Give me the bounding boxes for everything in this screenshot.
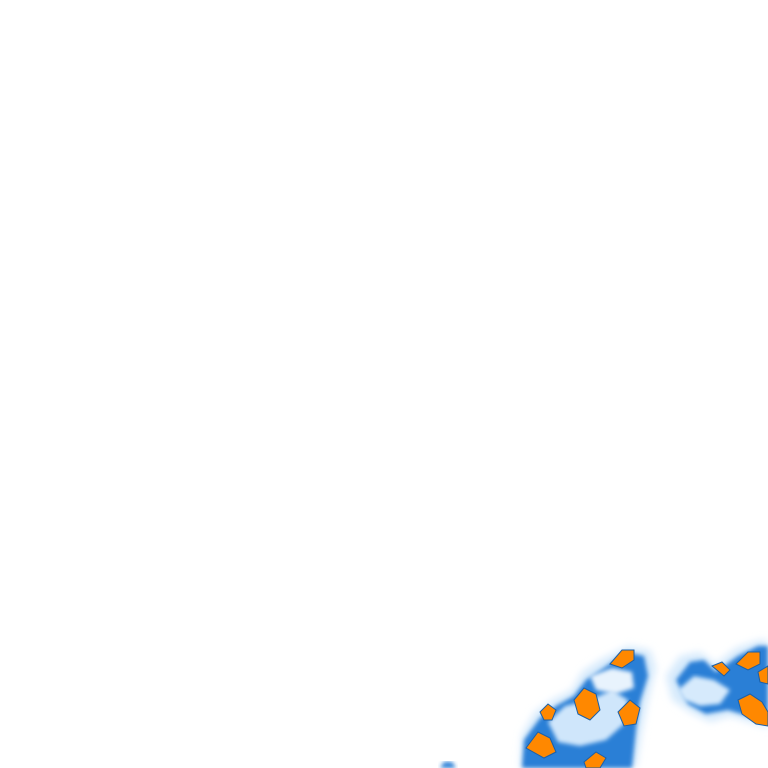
cluster-small [440,762,456,768]
cluster-center-hot-5 [539,703,557,721]
cluster-right-hot-2 [735,651,761,671]
cluster-center-hot-3 [617,699,641,727]
cluster-center-hot-2 [573,687,601,721]
cluster-center-light-2 [590,668,634,694]
cluster-center-hot-1 [609,649,635,669]
cluster-right-hot-1 [711,661,731,677]
cluster-center-hot-6 [583,751,607,768]
cluster-right [666,640,768,728]
cluster-right-hot-3 [737,693,768,727]
cluster-right-light [678,676,730,706]
cluster-center [520,646,656,768]
cluster-right-hot-4 [757,665,768,685]
cluster-small-blue [440,762,456,768]
cluster-center-hot-4 [525,731,557,759]
